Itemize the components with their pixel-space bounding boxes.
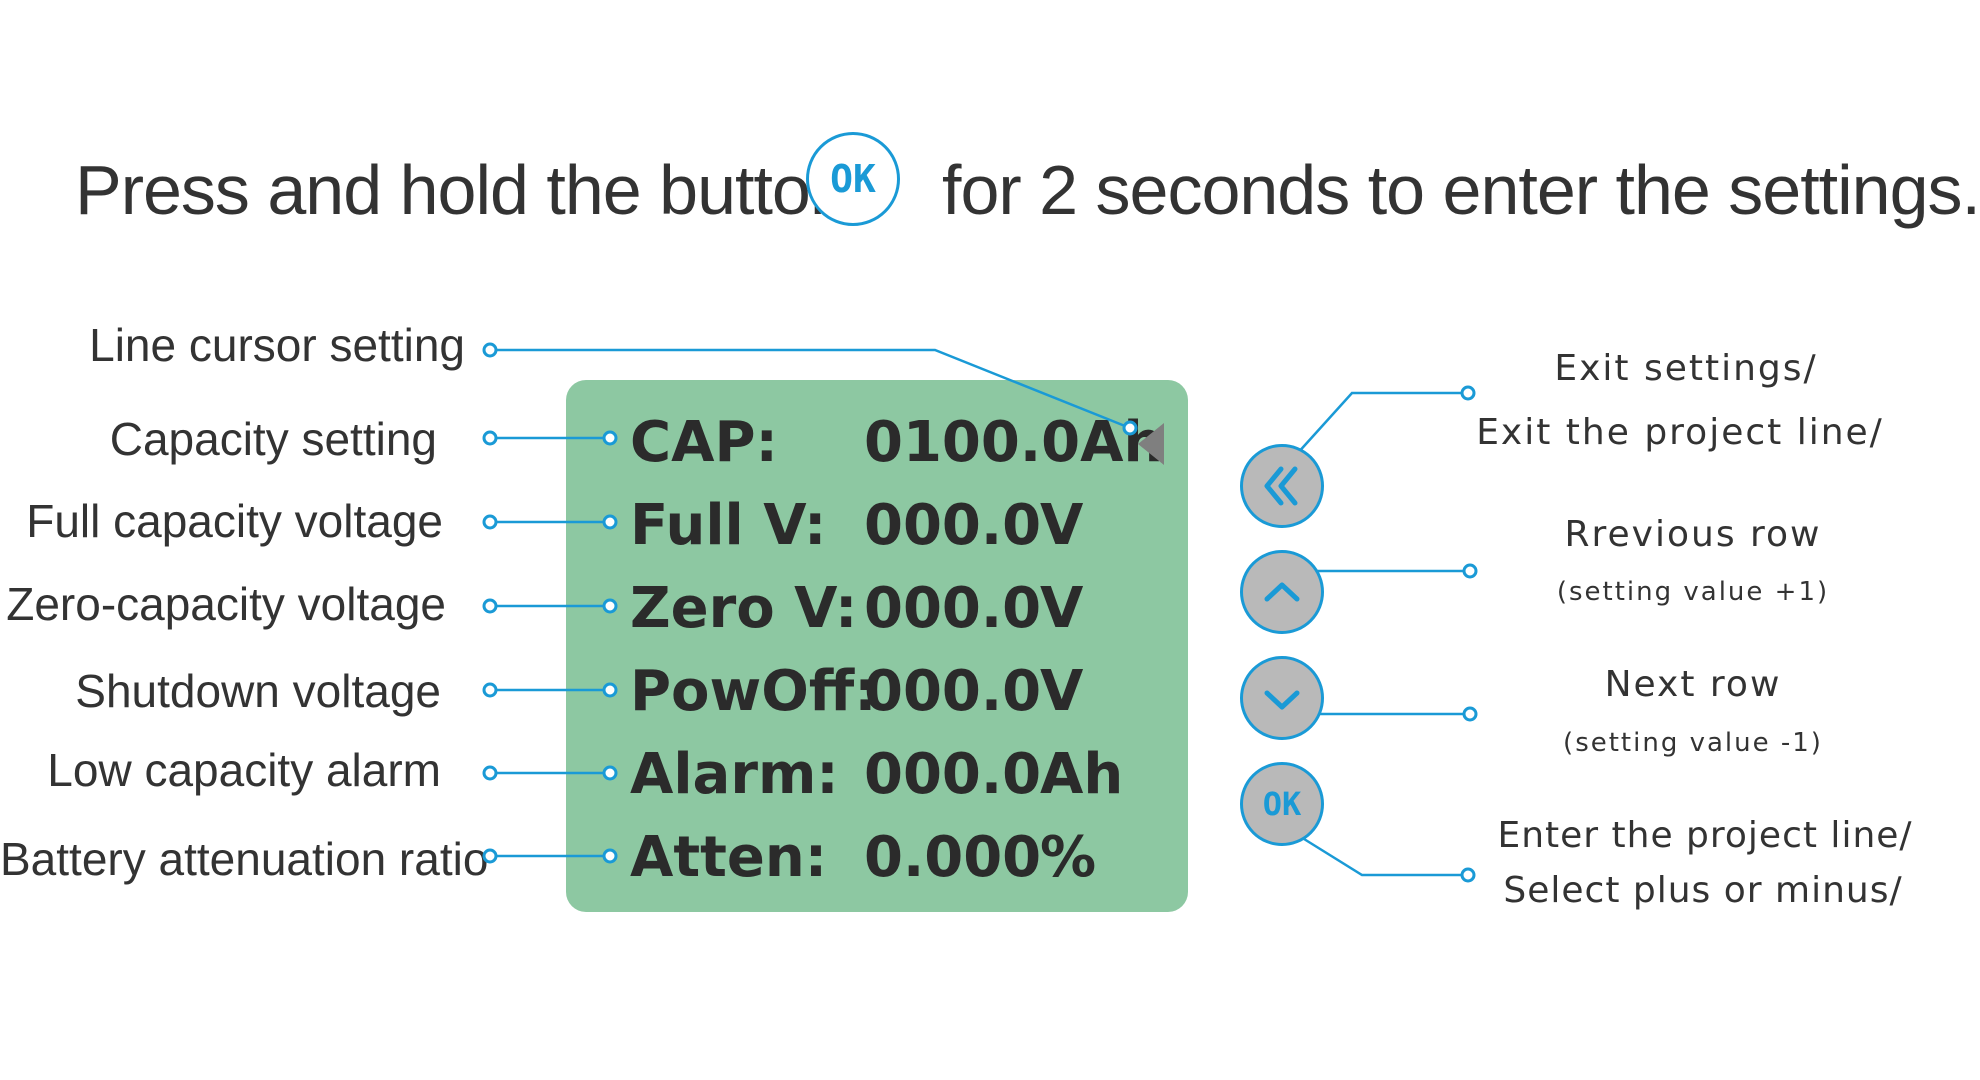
lcd-key-powoff: PowOff: — [630, 659, 877, 724]
label-previous-row: Rrevious row — [1564, 514, 1822, 555]
label-setting-value-plus: (setting value +1) — [1556, 577, 1830, 607]
lcd-key-full-v: Full V: — [630, 493, 827, 558]
lcd-key-alarm: Alarm: — [630, 742, 839, 807]
header-ok-label: OK — [830, 157, 876, 201]
connector-dot — [482, 430, 498, 446]
connector-dot — [1462, 706, 1478, 722]
connector-lines — [482, 342, 1478, 883]
connector-dot — [602, 430, 618, 446]
label-capacity-setting: Capacity setting — [109, 413, 437, 465]
ok-button-label: OK — [1262, 785, 1302, 823]
label-full-capacity-voltage: Full capacity voltage — [26, 495, 443, 547]
connector-dot — [1462, 563, 1478, 579]
connector-ok-button — [1295, 832, 1468, 877]
connector-line-cursor — [490, 348, 1131, 430]
lcd-value-atten: 0.000 — [864, 825, 1042, 890]
label-exit-project-line: Exit the project line/ — [1476, 412, 1884, 453]
lcd-key-cap: CAP: — [630, 410, 778, 475]
label-line-cursor-setting: Line cursor setting — [89, 319, 465, 371]
connector-dot — [482, 765, 498, 781]
lcd-value-zero-v: 000.0 — [864, 576, 1042, 641]
connector-dot — [482, 342, 498, 358]
lcd-key-atten: Atten: — [630, 825, 828, 890]
double-chevron-left-icon — [1264, 466, 1298, 506]
connector-dot — [482, 682, 498, 698]
lcd-unit-full-v: V — [1040, 493, 1084, 558]
back-button[interactable] — [1240, 444, 1324, 528]
lcd-value-full-v: 000.0 — [864, 493, 1042, 558]
lcd-key-zero-v: Zero V: — [630, 576, 858, 641]
lcd-screen — [566, 380, 1188, 912]
label-low-capacity-alarm: Low capacity alarm — [47, 744, 441, 796]
lcd-unit-powoff: V — [1040, 659, 1084, 724]
heading-text-before: Press and hold the button — [75, 151, 849, 229]
ok-button[interactable]: OK — [1240, 762, 1324, 846]
label-next-row: Next row — [1604, 664, 1782, 705]
connector-dot — [482, 598, 498, 614]
connector-back-button — [1295, 391, 1468, 456]
down-button[interactable] — [1240, 656, 1324, 740]
lcd-value-powoff: 000.0 — [864, 659, 1042, 724]
connector-dot — [602, 765, 618, 781]
heading-text-after: for 2 seconds to enter the settings. — [942, 151, 1980, 229]
label-setting-value-minus: (setting value -1) — [1563, 728, 1823, 758]
triangle-left-icon — [1138, 423, 1164, 465]
connector-dot — [1460, 867, 1476, 883]
connector-dot — [602, 514, 618, 530]
label-shutdown-voltage: Shutdown voltage — [75, 665, 441, 717]
connector-dot — [602, 848, 618, 864]
label-exit-settings: Exit settings/ — [1554, 348, 1818, 389]
connector-dot — [602, 682, 618, 698]
lcd-unit-zero-v: V — [1040, 576, 1084, 641]
chevron-down-icon — [1264, 690, 1300, 710]
up-button[interactable] — [1240, 550, 1324, 634]
label-zero-capacity-voltage: Zero-capacity voltage — [6, 578, 446, 630]
lcd-unit-atten: % — [1040, 825, 1097, 890]
connector-dot — [1122, 420, 1138, 436]
header-ok-button-icon: OK — [806, 132, 900, 226]
label-battery-attenuation-ratio: Battery attenuation ratio — [0, 833, 489, 885]
connector-dot — [482, 514, 498, 530]
connector-dot — [602, 598, 618, 614]
label-select-plus-minus: Select plus or minus/ — [1503, 870, 1903, 911]
label-enter-project-line: Enter the project line/ — [1497, 815, 1913, 856]
lcd-value-alarm: 000.0 — [864, 742, 1042, 807]
chevron-up-icon — [1264, 582, 1300, 602]
connector-dot — [1460, 385, 1476, 401]
lcd-unit-alarm: Ah — [1040, 742, 1124, 807]
connector-dot — [482, 848, 498, 864]
